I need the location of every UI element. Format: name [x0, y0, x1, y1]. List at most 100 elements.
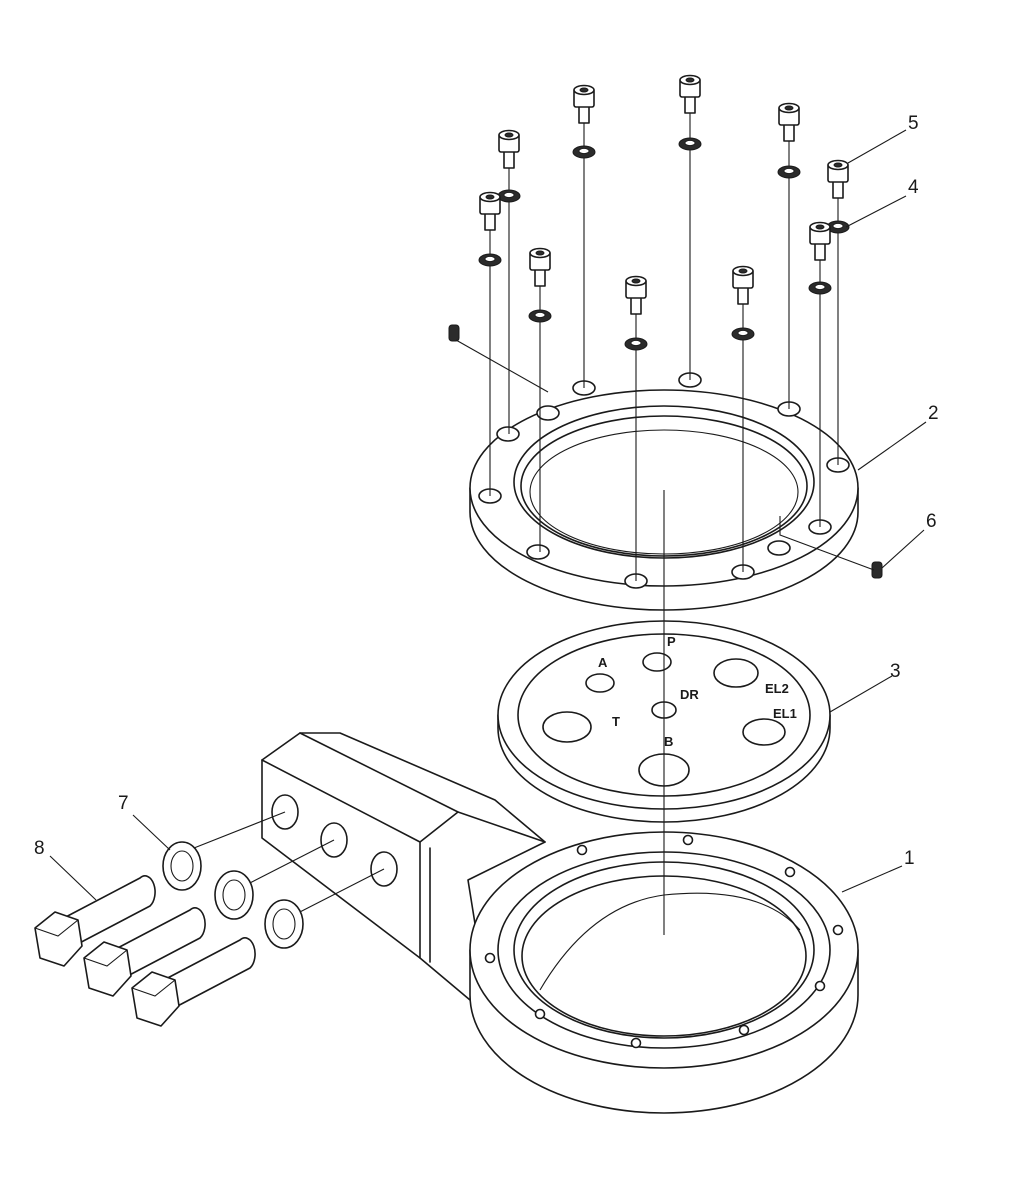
callout-6: 6 — [926, 511, 937, 532]
callout-4: 4 — [908, 177, 919, 198]
hex-bolt-2-head-edges — [83, 949, 128, 967]
hex-bolt-3-head-edges — [131, 979, 176, 997]
set-screw-top-line — [455, 339, 549, 393]
hex-bolt-1 — [34, 875, 156, 967]
washer-7-1 — [162, 841, 202, 891]
ring-1-hole — [534, 1008, 546, 1020]
cap-screw-assembly-7 — [808, 221, 832, 527]
cap-screw-assembly-10 — [624, 275, 648, 581]
washer-4-hole — [630, 340, 642, 346]
ring-1-hole — [682, 834, 694, 846]
plate-mark-el2: EL2 — [765, 681, 789, 696]
ring-1-hole — [814, 980, 826, 992]
plate-mark-p: P — [667, 634, 676, 649]
callout-7: 7 — [118, 793, 129, 814]
cap-screw-assembly-2 — [572, 84, 596, 388]
hex-bolt-2-shank — [109, 907, 206, 981]
washer-7-1-hole — [170, 850, 194, 882]
cap-screw-socket — [833, 162, 843, 168]
plate-mark-b: B — [664, 734, 673, 749]
leader-3 — [829, 675, 893, 713]
cap-screw-socket — [504, 132, 514, 138]
washer-axis-2 — [243, 839, 335, 887]
cap-screw-assembly-9 — [731, 265, 755, 572]
ring-1-hole — [784, 866, 796, 878]
ring-1-hole — [484, 952, 496, 964]
part-5-cap-screws — [478, 74, 850, 581]
hex-bolt-3 — [131, 937, 256, 1027]
callout-1: 1 — [904, 848, 915, 869]
flange-hole — [496, 426, 520, 442]
washer-axis-3 — [293, 868, 385, 916]
hex-bolt-3-head — [131, 971, 180, 1027]
set-screw-top — [448, 324, 460, 342]
washer-4-hole — [783, 168, 795, 174]
cap-screw-socket — [579, 87, 589, 93]
callout-5: 5 — [908, 113, 919, 134]
washer-7-3 — [264, 899, 304, 949]
plate-port — [642, 652, 672, 672]
leader-8 — [49, 855, 97, 901]
cap-screw-socket — [535, 250, 545, 256]
washer-4-hole — [534, 312, 546, 318]
leader-1 — [841, 865, 903, 893]
cap-screw-assembly-1 — [678, 74, 702, 380]
hex-bolt-1-shank — [59, 875, 156, 949]
flange-hole — [526, 544, 550, 560]
cap-screw-assembly-8 — [528, 247, 552, 552]
plate-mark-a: A — [598, 655, 608, 670]
cap-screw-socket — [784, 105, 794, 111]
part-6-set-screws — [448, 324, 883, 579]
ring-1-hole — [576, 844, 588, 856]
cap-screw-assembly-4 — [497, 129, 521, 434]
plate-mark-el1: EL1 — [773, 706, 797, 721]
callout-2: 2 — [928, 403, 939, 424]
cap-screw-assembly-3 — [777, 102, 801, 409]
washer-7-3-hole — [272, 908, 296, 940]
leader-2 — [857, 421, 927, 471]
washer-4-hole — [684, 140, 696, 146]
ring-1-hole — [832, 924, 844, 936]
set-screw-right-line — [779, 516, 875, 571]
callout-8: 8 — [34, 838, 45, 859]
ring-1-small-holes — [484, 834, 844, 1049]
plate-mark-t: T — [612, 714, 620, 729]
part-8-hex-bolts — [34, 875, 256, 1027]
callout-3: 3 — [890, 661, 901, 682]
plate-port — [542, 711, 592, 743]
flange-hole — [767, 540, 791, 556]
callouts: 1 2 3 4 5 6 7 8 — [34, 113, 939, 901]
washer-7-2 — [214, 870, 254, 920]
cap-screw-socket — [685, 77, 695, 83]
plate-port — [585, 673, 615, 693]
washer-4-hole — [578, 148, 590, 154]
washer-axis-1 — [193, 811, 286, 849]
cap-screw-socket — [485, 194, 495, 200]
plate-port — [742, 718, 786, 746]
leader-6 — [881, 529, 925, 569]
ring-1-hole — [738, 1024, 750, 1036]
cap-screw-socket — [815, 224, 825, 230]
leader-7 — [132, 814, 171, 851]
washer-4-hole — [814, 284, 826, 290]
set-screw-right — [871, 561, 883, 579]
cap-screw-assembly-6 — [478, 191, 502, 496]
hex-bolt-2-head — [83, 941, 132, 997]
washer-4-hole — [484, 256, 496, 262]
flange-hole — [536, 405, 560, 421]
part-3-plate: A P T B DR EL1 EL2 — [497, 620, 831, 823]
washer-7-2-hole — [222, 879, 246, 911]
plate-mark-dr: DR — [680, 687, 699, 702]
part-7-washers — [162, 811, 385, 949]
hex-bolt-2 — [83, 907, 206, 997]
leader-4 — [845, 195, 907, 228]
washer-4-hole — [503, 192, 515, 198]
hex-bolt-1-head — [34, 911, 83, 967]
cap-screw-socket — [738, 268, 748, 274]
washer-4-hole — [832, 223, 844, 229]
bracket-arm-corner — [419, 811, 459, 843]
cap-screw-socket — [631, 278, 641, 284]
plate-port — [713, 658, 759, 688]
